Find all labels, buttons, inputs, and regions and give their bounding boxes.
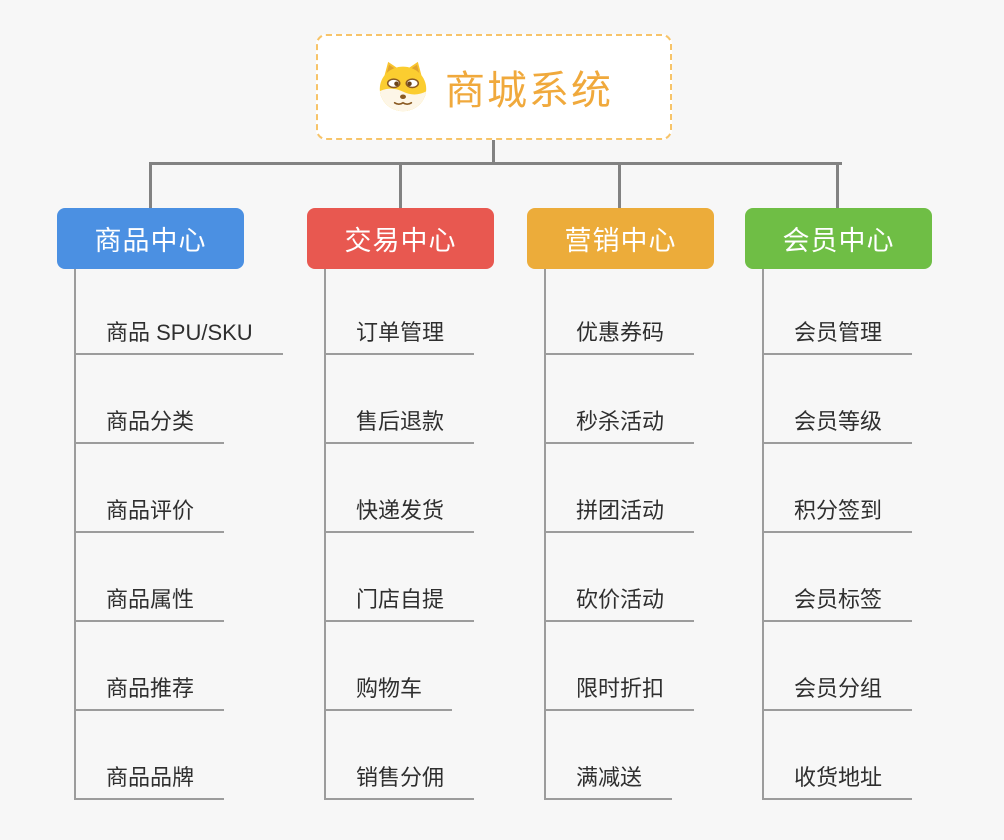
branch-label: 商品中心 xyxy=(94,226,207,256)
child-node[interactable]: 秒杀活动 xyxy=(546,355,714,444)
connector-drop xyxy=(618,162,621,208)
branch-children: 订单管理 售后退款 快递发货 门店自提 购物车 销售分佣 xyxy=(324,269,494,800)
connector-drop xyxy=(399,162,402,208)
branch-label: 营销中心 xyxy=(564,226,677,256)
child-node[interactable]: 砍价活动 xyxy=(546,533,714,622)
child-node[interactable]: 商品品牌 xyxy=(76,711,244,800)
child-label: 购物车 xyxy=(326,671,453,711)
child-label: 销售分佣 xyxy=(326,760,475,800)
child-node[interactable]: 商品分类 xyxy=(76,355,244,444)
child-label: 商品 SPU/SKU xyxy=(76,315,283,355)
child-label: 售后退款 xyxy=(326,404,475,444)
child-node[interactable]: 限时折扣 xyxy=(546,622,714,711)
child-label: 订单管理 xyxy=(326,315,475,355)
branch-marketing-center: 营销中心 优惠券码 秒杀活动 拼团活动 砍价活动 限时折扣 满减送 xyxy=(527,208,714,800)
child-node[interactable]: 商品评价 xyxy=(76,444,244,533)
child-node[interactable]: 门店自提 xyxy=(326,533,494,622)
child-node[interactable]: 商品属性 xyxy=(76,533,244,622)
child-node[interactable]: 会员管理 xyxy=(764,269,932,355)
branch-children: 优惠券码 秒杀活动 拼团活动 砍价活动 限时折扣 满减送 xyxy=(544,269,714,800)
connector-drop xyxy=(149,162,152,208)
doge-icon xyxy=(379,61,427,112)
child-label: 砍价活动 xyxy=(546,582,695,622)
child-label: 限时折扣 xyxy=(546,671,695,711)
root-title: 商城系统 xyxy=(445,69,613,113)
child-node[interactable]: 会员标签 xyxy=(764,533,932,622)
child-label: 门店自提 xyxy=(326,582,475,622)
child-node[interactable]: 购物车 xyxy=(326,622,494,711)
connector-horizontal xyxy=(149,162,842,165)
child-label: 会员等级 xyxy=(764,404,913,444)
branch-label: 会员中心 xyxy=(782,226,895,256)
child-node[interactable]: 售后退款 xyxy=(326,355,494,444)
child-node[interactable]: 满减送 xyxy=(546,711,714,800)
branch-trade-center: 交易中心 订单管理 售后退款 快递发货 门店自提 购物车 销售分佣 xyxy=(307,208,494,800)
child-label: 收货地址 xyxy=(764,760,913,800)
child-label: 商品品牌 xyxy=(76,760,225,800)
child-label: 商品评价 xyxy=(76,493,225,533)
branch-children: 会员管理 会员等级 积分签到 会员标签 会员分组 收货地址 xyxy=(762,269,932,800)
child-label: 商品推荐 xyxy=(76,671,225,711)
child-node[interactable]: 优惠券码 xyxy=(546,269,714,355)
branch-children: 商品 SPU/SKU 商品分类 商品评价 商品属性 商品推荐 商品品牌 xyxy=(74,269,283,800)
child-label: 会员标签 xyxy=(764,582,913,622)
child-label: 秒杀活动 xyxy=(546,404,695,444)
child-label: 积分签到 xyxy=(764,493,913,533)
child-label: 快递发货 xyxy=(326,493,475,533)
child-node[interactable]: 会员分组 xyxy=(764,622,932,711)
child-node[interactable]: 积分签到 xyxy=(764,444,932,533)
child-label: 拼团活动 xyxy=(546,493,695,533)
child-node[interactable]: 快递发货 xyxy=(326,444,494,533)
child-node[interactable]: 销售分佣 xyxy=(326,711,494,800)
child-label: 会员管理 xyxy=(764,315,913,355)
branch-header-trade-center[interactable]: 交易中心 xyxy=(307,208,494,269)
branch-header-product-center[interactable]: 商品中心 xyxy=(57,208,244,269)
branch-header-marketing-center[interactable]: 营销中心 xyxy=(527,208,714,269)
child-node[interactable]: 收货地址 xyxy=(764,711,932,800)
branch-label: 交易中心 xyxy=(344,226,457,256)
child-node[interactable]: 商品 SPU/SKU xyxy=(76,269,283,355)
child-label: 会员分组 xyxy=(764,671,913,711)
child-label: 商品分类 xyxy=(76,404,225,444)
child-node[interactable]: 会员等级 xyxy=(764,355,932,444)
child-label: 优惠券码 xyxy=(546,315,695,355)
child-label: 商品属性 xyxy=(76,582,225,622)
connector-root-stem xyxy=(492,140,495,164)
branch-member-center: 会员中心 会员管理 会员等级 积分签到 会员标签 会员分组 收货地址 xyxy=(745,208,932,800)
root-node[interactable]: 商城系统 xyxy=(316,34,672,140)
child-label: 满减送 xyxy=(546,760,673,800)
branch-product-center: 商品中心 商品 SPU/SKU 商品分类 商品评价 商品属性 商品推荐 商品品牌 xyxy=(57,208,283,800)
child-node[interactable]: 商品推荐 xyxy=(76,622,244,711)
child-node[interactable]: 订单管理 xyxy=(326,269,494,355)
child-node[interactable]: 拼团活动 xyxy=(546,444,714,533)
connector-drop xyxy=(836,162,839,208)
branch-header-member-center[interactable]: 会员中心 xyxy=(745,208,932,269)
